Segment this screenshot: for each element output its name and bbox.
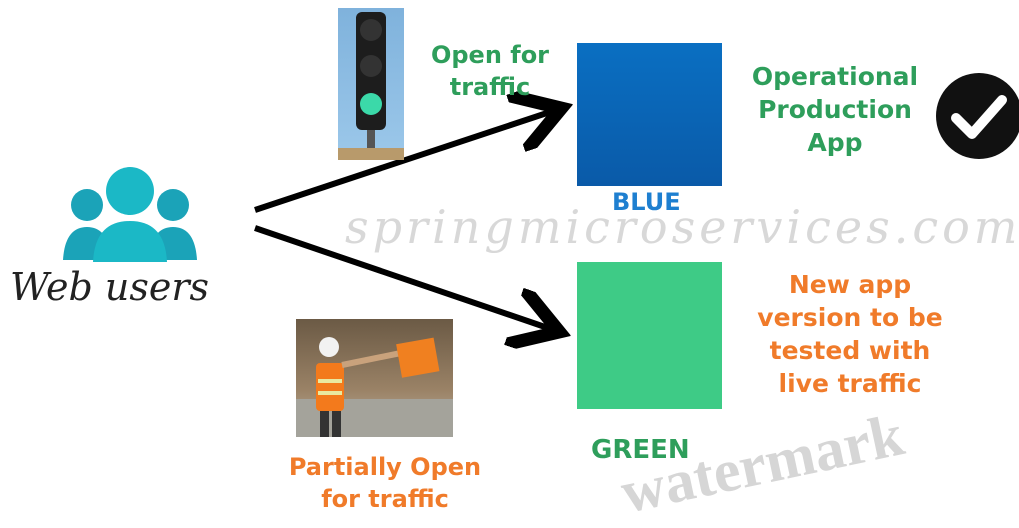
partial-traffic-label: Partially Open for traffic	[280, 452, 490, 515]
flagger-worker-photo	[296, 319, 453, 437]
traffic-light-green-icon	[338, 8, 404, 160]
open-label-line2: traffic	[449, 72, 531, 101]
open-label-line1: Open for	[430, 41, 550, 69]
users-label: Web users	[10, 265, 209, 309]
newapp-line4: live traffic	[778, 369, 922, 398]
blue-label: BLUE	[612, 188, 681, 216]
production-line1: Operational	[751, 62, 919, 91]
users-group-icon	[55, 165, 205, 265]
open-traffic-label: Open for traffic	[420, 40, 560, 103]
newapp-line2: version to be	[757, 303, 943, 332]
production-label: Operational Production App	[740, 60, 930, 159]
newapp-line1: New app	[788, 270, 912, 299]
site-watermark: springmicroservices.com	[345, 200, 1019, 254]
green-label: GREEN	[591, 435, 690, 465]
partial-label-line2: for traffic	[321, 484, 449, 513]
partial-label-line1: Partially Open	[288, 453, 482, 481]
production-line3: App	[807, 128, 863, 157]
green-environment-box	[577, 262, 722, 409]
production-line2: Production	[758, 95, 912, 124]
arrow-to-blue	[254, 112, 550, 213]
newapp-label: New app version to be tested with live t…	[745, 268, 955, 400]
newapp-line3: tested with	[769, 336, 931, 365]
checkmark-icon	[936, 73, 1019, 159]
blue-environment-box	[577, 43, 722, 186]
arrow-to-green	[254, 225, 548, 328]
